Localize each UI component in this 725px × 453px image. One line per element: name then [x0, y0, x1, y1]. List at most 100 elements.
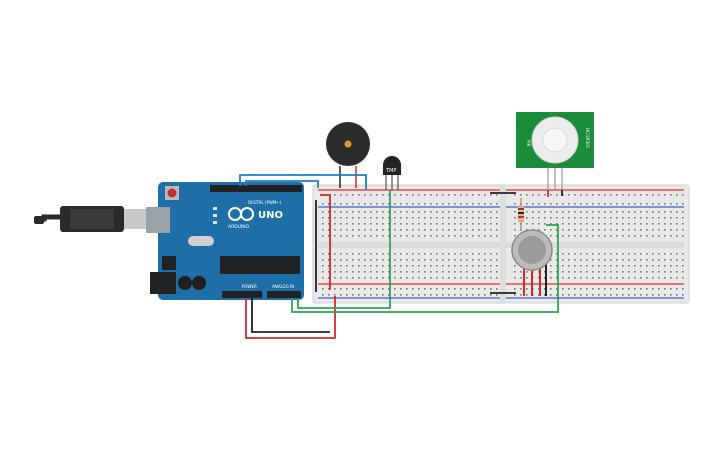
breadboard-hole: [346, 288, 348, 290]
breadboard-hole: [532, 194, 534, 196]
breadboard-hole: [622, 223, 624, 225]
breadboard-hole: [424, 265, 426, 267]
breadboard-hole: [406, 265, 408, 267]
breadboard-hole: [424, 294, 426, 296]
breadboard-hole: [448, 294, 450, 296]
breadboard-hole: [568, 229, 570, 231]
breadboard-hole: [598, 259, 600, 261]
breadboard-hole: [604, 217, 606, 219]
arduino-uno-board[interactable]: UNO ARDUINO DIGITAL (PWM~) POWER ANALOG …: [146, 182, 304, 300]
breadboard-hole: [592, 223, 594, 225]
breadboard-hole: [400, 223, 402, 225]
usb-cable[interactable]: [34, 206, 148, 232]
breadboard-hole: [646, 235, 648, 237]
breadboard-hole: [418, 194, 420, 196]
breadboard-hole: [358, 211, 360, 213]
breadboard-hole: [430, 294, 432, 296]
breadboard-hole: [388, 265, 390, 267]
breadboard-hole: [472, 217, 474, 219]
breadboard-hole: [406, 253, 408, 255]
breadboard-hole: [520, 271, 522, 273]
temperature-sensor[interactable]: TMP: [383, 156, 401, 190]
breadboard-hole: [610, 211, 612, 213]
breadboard-hole: [490, 294, 492, 296]
breadboard-hole: [442, 259, 444, 261]
breadboard-hole: [448, 211, 450, 213]
breadboard-hole: [664, 259, 666, 261]
breadboard-hole: [610, 265, 612, 267]
piezo-buzzer[interactable]: [326, 122, 370, 188]
breadboard-hole: [388, 259, 390, 261]
breadboard-hole: [574, 294, 576, 296]
breadboard-hole: [334, 259, 336, 261]
breadboard-hole: [406, 294, 408, 296]
breadboard-hole: [562, 235, 564, 237]
breadboard-hole: [676, 223, 678, 225]
breadboard-hole: [460, 277, 462, 279]
board-logo-text: ARDUINO: [228, 224, 250, 230]
breadboard-hole: [676, 194, 678, 196]
breadboard-hole: [370, 265, 372, 267]
breadboard-hole: [454, 259, 456, 261]
reset-button: [167, 188, 177, 198]
breadboard-hole: [616, 253, 618, 255]
breadboard-hole: [478, 277, 480, 279]
breadboard-hole: [376, 277, 378, 279]
breadboard-hole: [484, 217, 486, 219]
breadboard-hole: [370, 253, 372, 255]
breadboard-hole: [544, 217, 546, 219]
breadboard-hole: [454, 229, 456, 231]
breadboard-hole: [592, 203, 594, 205]
usb-plug: [124, 209, 148, 229]
breadboard-hole: [496, 229, 498, 231]
wire-green-tmp: [297, 190, 391, 309]
gas-sensor[interactable]: [511, 229, 553, 296]
breadboard-hole: [604, 194, 606, 196]
resistor[interactable]: [518, 198, 524, 230]
breadboard-hole: [340, 253, 342, 255]
breadboard-hole: [358, 265, 360, 267]
breadboard-hole: [412, 223, 414, 225]
breadboard-hole: [328, 217, 330, 219]
breadboard-hole: [460, 294, 462, 296]
breadboard-hole: [586, 294, 588, 296]
breadboard-hole: [352, 203, 354, 205]
breadboard-hole: [658, 235, 660, 237]
breadboard-hole: [664, 223, 666, 225]
breadboard-hole: [598, 271, 600, 273]
breadboard-hole: [460, 253, 462, 255]
breadboard-hole: [550, 294, 552, 296]
breadboard-hole: [334, 217, 336, 219]
breadboard-hole: [586, 235, 588, 237]
breadboard-hole: [388, 253, 390, 255]
breadboard-hole: [406, 271, 408, 273]
breadboard-hole: [574, 217, 576, 219]
breadboard-hole: [364, 194, 366, 196]
breadboard-hole: [622, 288, 624, 290]
breadboard-hole: [400, 235, 402, 237]
breadboard-hole: [484, 203, 486, 205]
breadboard-hole: [484, 235, 486, 237]
breadboard-hole: [496, 223, 498, 225]
breadboard-hole: [550, 265, 552, 267]
breadboard[interactable]: [312, 184, 690, 304]
breadboard-hole: [616, 265, 618, 267]
breadboard-hole: [598, 235, 600, 237]
breadboard-hole: [526, 203, 528, 205]
breadboard-hole: [400, 259, 402, 261]
breadboard-hole: [436, 223, 438, 225]
breadboard-hole: [604, 211, 606, 213]
breadboard-hole: [484, 211, 486, 213]
breadboard-hole: [394, 277, 396, 279]
breadboard-hole: [640, 229, 642, 231]
breadboard-hole: [628, 211, 630, 213]
pir-motion-sensor[interactable]: PIR HC-SR501: [516, 112, 594, 190]
breadboard-hole: [406, 203, 408, 205]
breadboard-hole: [388, 229, 390, 231]
breadboard-hole: [418, 211, 420, 213]
breadboard-hole: [640, 217, 642, 219]
digital-header-label: DIGITAL (PWM~): [248, 200, 282, 205]
breadboard-hole: [520, 277, 522, 279]
breadboard-hole: [622, 265, 624, 267]
breadboard-hole: [520, 194, 522, 196]
